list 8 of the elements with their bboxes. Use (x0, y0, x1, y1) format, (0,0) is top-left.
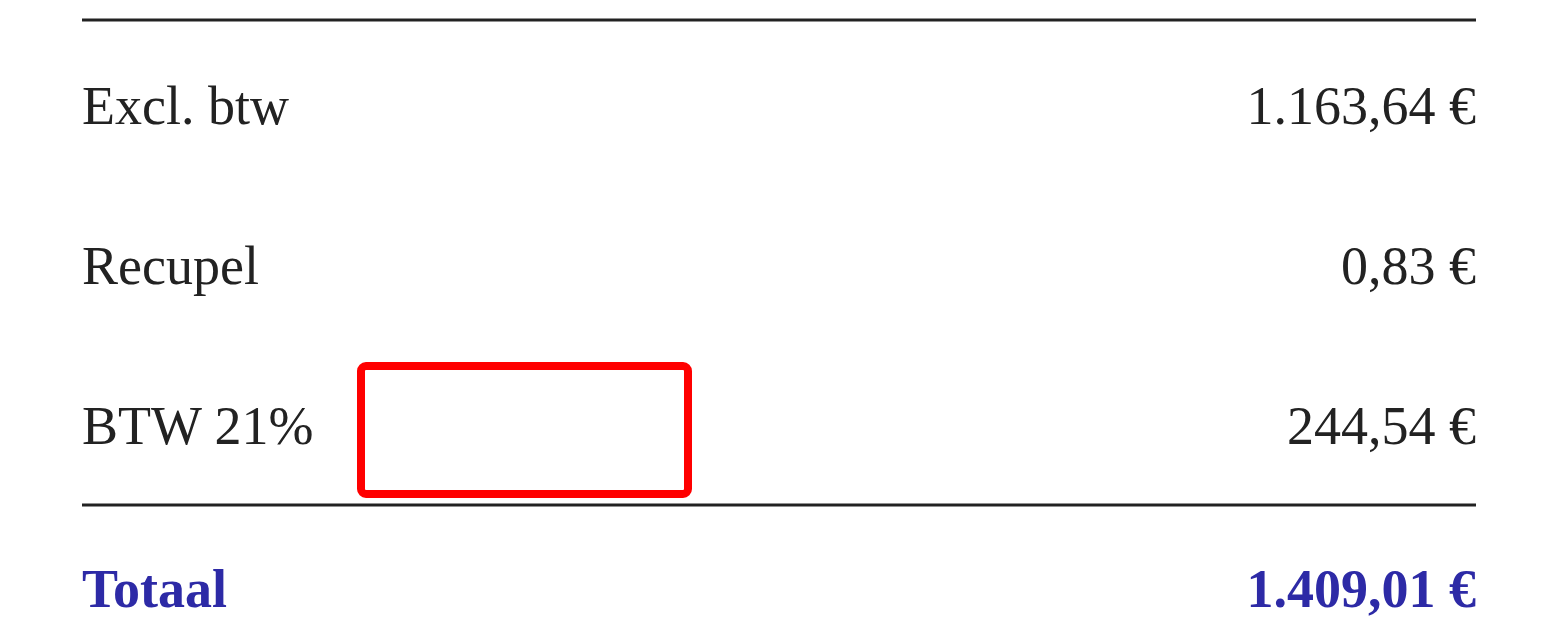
row-label: BTW 21% (82, 399, 314, 453)
amount-value: 1.409,01 € (1246, 562, 1476, 616)
amount-value: 244,54 € (1287, 399, 1476, 453)
amount-value: 0,83 € (1341, 239, 1476, 293)
row-label: Excl. btw (82, 79, 289, 133)
highlight-box (357, 362, 692, 498)
amount-value: 1.163,64 € (1246, 79, 1476, 133)
row-label: Totaal (82, 562, 228, 616)
